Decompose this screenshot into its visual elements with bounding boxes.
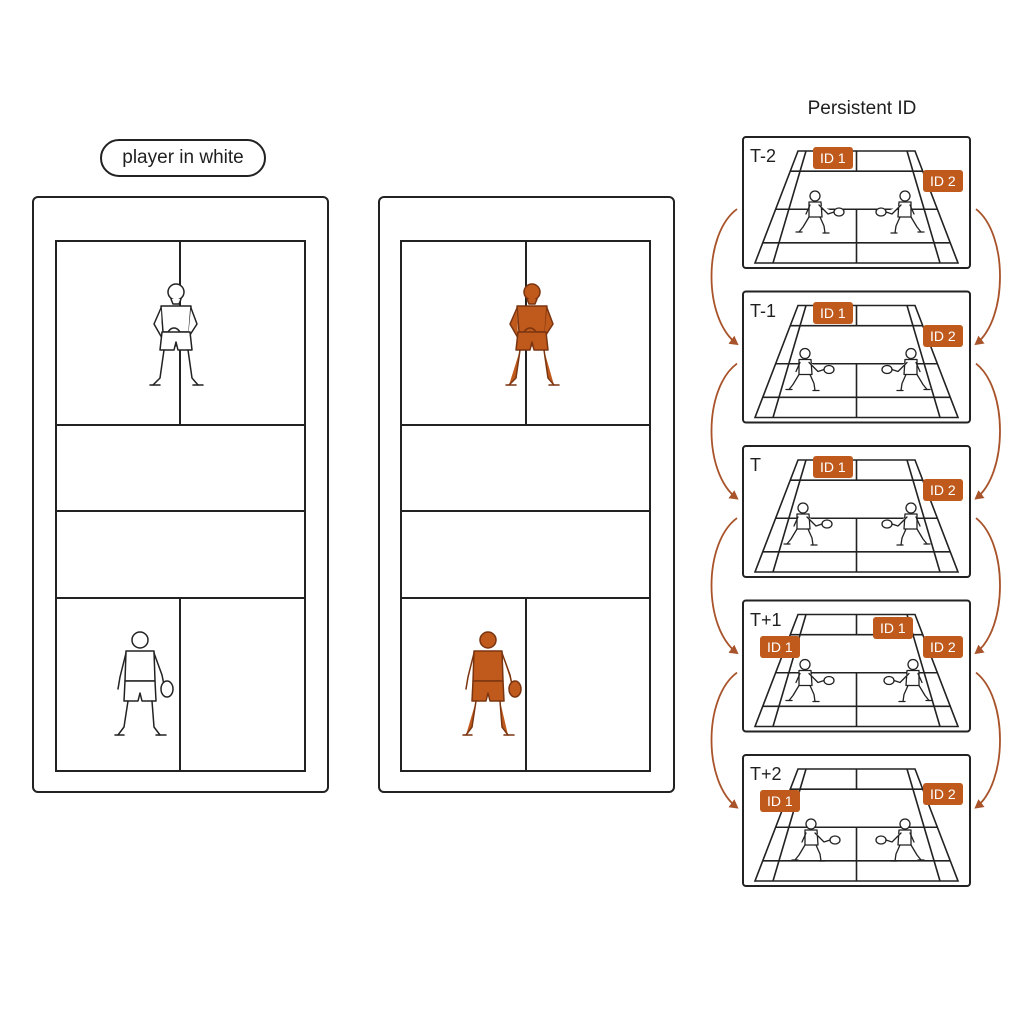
- frame-2: [742, 290, 971, 424]
- arrow-left-3: [710, 517, 739, 655]
- court-panel-white: [32, 196, 329, 793]
- frame-time-label: T-1: [750, 300, 777, 321]
- perspective-court: [753, 768, 960, 882]
- id-tag: ID 1: [760, 790, 800, 812]
- frame-transition-arrows: [710, 208, 1001, 809]
- arrow-right-2: [974, 362, 1001, 500]
- panel-frame: [378, 196, 675, 793]
- frame-time-label: T+1: [750, 609, 782, 630]
- arrow-left-4: [710, 671, 739, 809]
- frame-time-label: T+2: [750, 764, 782, 784]
- panel-frame: [32, 196, 329, 793]
- id-tag: ID 2: [923, 324, 963, 347]
- id-tag: ID 1: [813, 301, 853, 324]
- frame-5: [742, 754, 971, 887]
- arrow-right-1: [974, 208, 1001, 346]
- id-tag: ID 1: [760, 635, 800, 658]
- frame-time-label: T-2: [750, 146, 777, 166]
- id-tag: ID 2: [923, 170, 963, 192]
- frame-1: [742, 136, 971, 269]
- player-highlighted-near: [462, 631, 522, 736]
- court-panel-highlighted: [378, 196, 675, 793]
- persistent-id-title: Persistent ID: [807, 98, 917, 119]
- player-white-near: [114, 631, 174, 736]
- arrow-left-2: [710, 362, 739, 500]
- id-tag: ID 2: [923, 635, 963, 658]
- id-tag: ID 1: [873, 616, 913, 639]
- arrow-left-1: [710, 208, 739, 346]
- id-tag: ID 2: [923, 783, 963, 805]
- frame-sequence: [742, 136, 971, 887]
- arrow-right-3: [974, 517, 1001, 655]
- perspective-court: [753, 459, 960, 573]
- arrow-right-4: [974, 671, 1001, 809]
- player-highlighted-far: [505, 283, 560, 386]
- id-tag: ID 2: [923, 479, 963, 501]
- player-white-far: [149, 283, 204, 386]
- id-tag: ID 1: [813, 147, 853, 169]
- player-in-white-label: player in white: [100, 139, 266, 177]
- id-tag: ID 1: [813, 456, 853, 478]
- frame-3: [742, 445, 971, 578]
- frame-time-label: T: [750, 455, 761, 475]
